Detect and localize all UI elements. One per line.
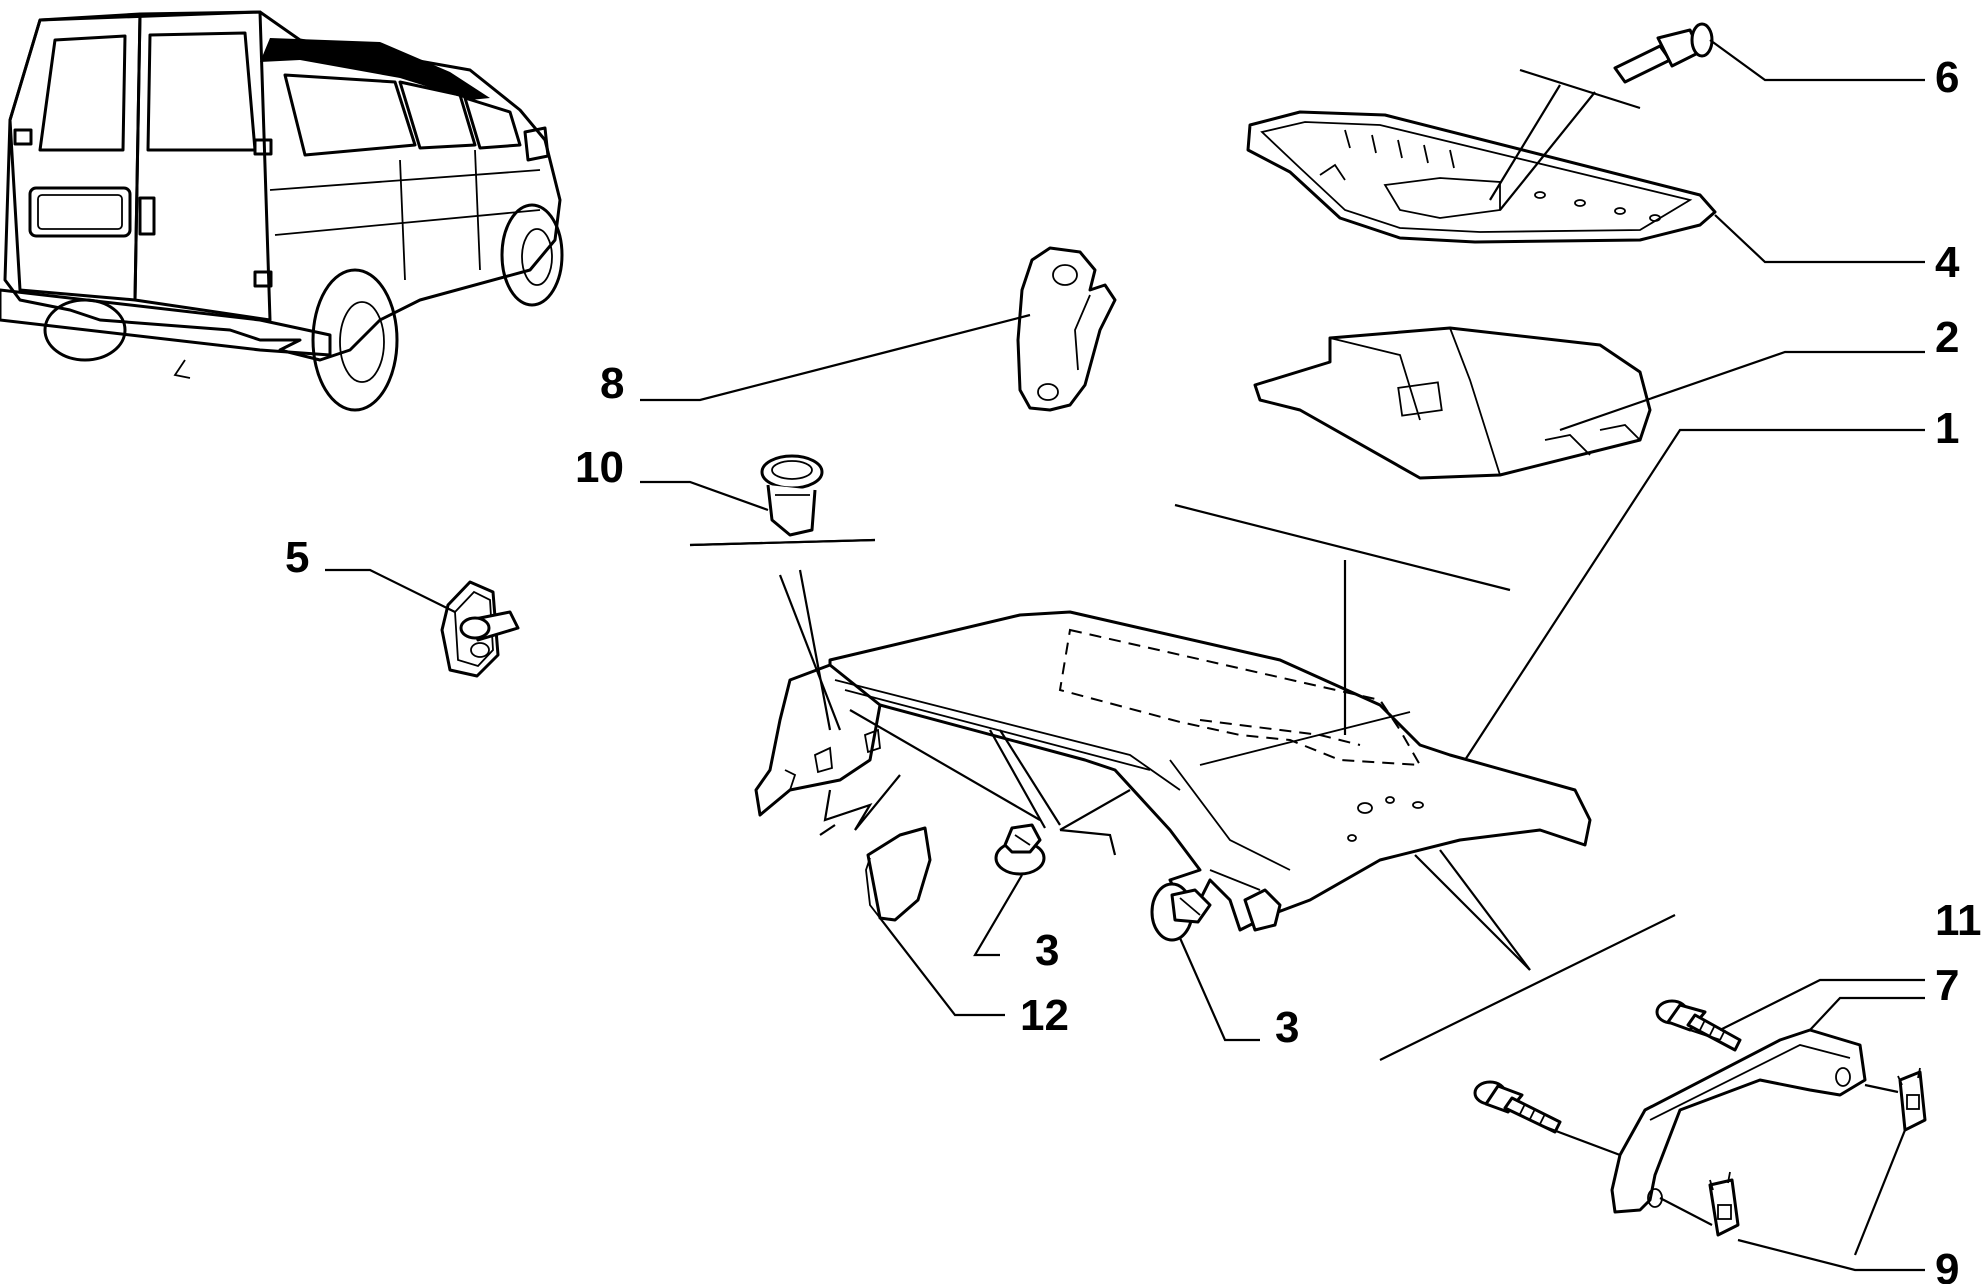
callout-6: 6 (1935, 53, 1959, 102)
part-9-clip-upper (1897, 1067, 1927, 1132)
callout-7: 7 (1935, 961, 1959, 1010)
callout-10: 10 (575, 443, 624, 492)
callout-1: 1 (1935, 404, 1959, 453)
part-5-stud (440, 580, 520, 678)
leader-lines (325, 39, 1925, 1272)
van-illustration (0, 10, 564, 412)
part-11-screw (1655, 999, 1742, 1052)
part-12-cap (865, 826, 932, 922)
callout-3-left: 3 (1035, 926, 1059, 975)
part-7-grab-handle (1610, 1028, 1867, 1214)
callout-8: 8 (600, 359, 624, 408)
callout-11: 11 (1935, 896, 1982, 945)
callout-12: 12 (1020, 991, 1069, 1040)
part-8-bracket (1016, 246, 1117, 412)
callout-labels: 6 4 2 1 8 10 5 3 3 12 11 7 9 (285, 53, 1982, 1284)
callout-2: 2 (1935, 313, 1959, 362)
handle-screw (1473, 1080, 1562, 1134)
callout-5: 5 (285, 533, 309, 582)
callout-9: 9 (1935, 1245, 1959, 1284)
part-2-lamp-cover (1253, 326, 1652, 480)
part-9-clip-lower (1708, 1171, 1740, 1237)
part-6-screw (1613, 22, 1714, 84)
part-3-clip-left (994, 823, 1046, 876)
part-10-push-clip (760, 454, 824, 537)
callout-4: 4 (1935, 238, 1960, 287)
part-1-headliner-panel (754, 610, 1592, 932)
part-4-lamp-housing (1246, 110, 1717, 244)
roof-panel-highlight (260, 38, 490, 100)
part-3-clip-right (1150, 882, 1212, 942)
callout-3-right: 3 (1275, 1003, 1299, 1052)
